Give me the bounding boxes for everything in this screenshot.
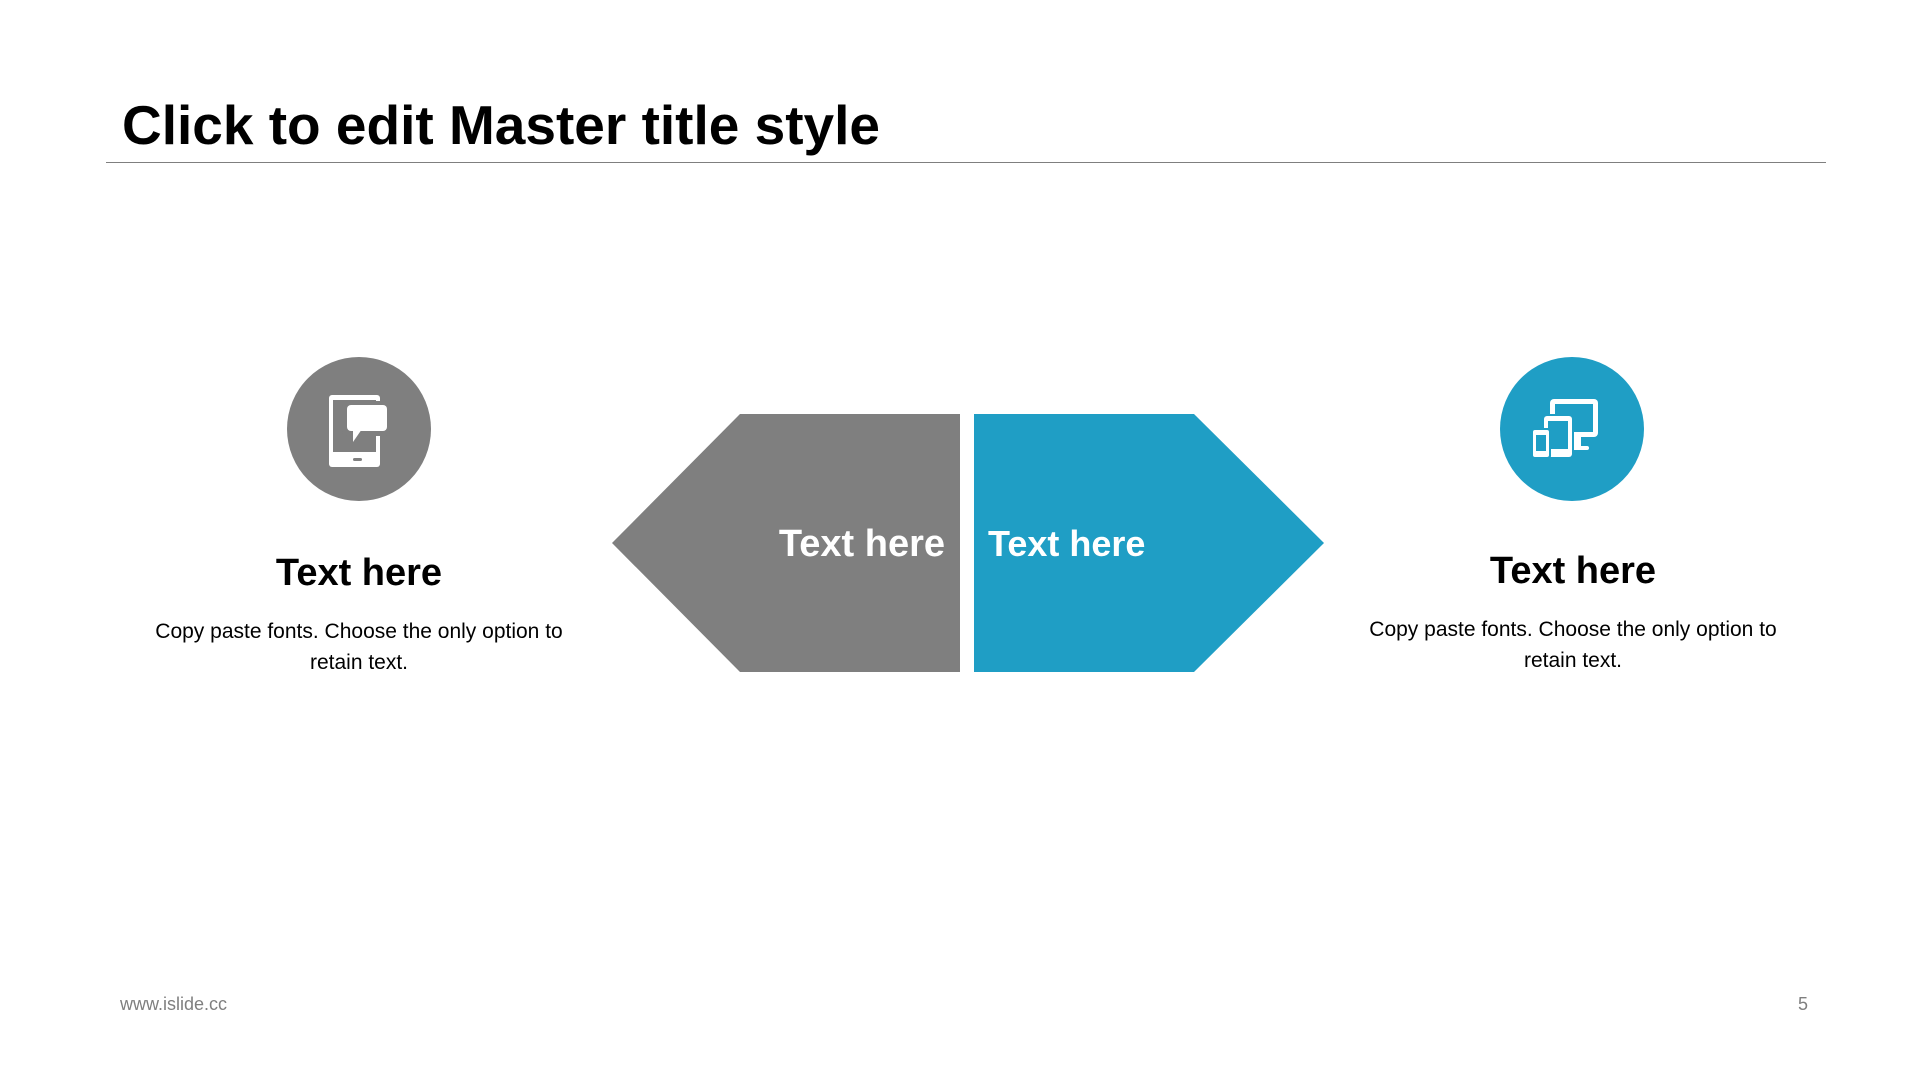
right-arrow-label[interactable]: Text here: [988, 523, 1146, 564]
left-arrow-label[interactable]: Text here: [778, 523, 945, 565]
left-body-text[interactable]: Copy paste fonts. Choose the only option…: [155, 620, 563, 674]
right-arrow-shape[interactable]: [974, 414, 1324, 672]
footer-url[interactable]: www.islide.cc: [120, 994, 228, 1014]
tablet-chat-icon: [287, 357, 431, 501]
right-heading[interactable]: Text here: [1489, 550, 1657, 592]
title-divider: [106, 162, 1826, 163]
page-number: 5: [1797, 994, 1808, 1014]
right-body-text[interactable]: Copy paste fonts. Choose the only option…: [1369, 618, 1777, 672]
left-heading[interactable]: Text here: [275, 552, 443, 594]
multi-device-icon: [1500, 357, 1644, 501]
left-arrow-shape[interactable]: [612, 414, 960, 672]
slide-title[interactable]: Click to edit Master title style: [122, 94, 880, 156]
